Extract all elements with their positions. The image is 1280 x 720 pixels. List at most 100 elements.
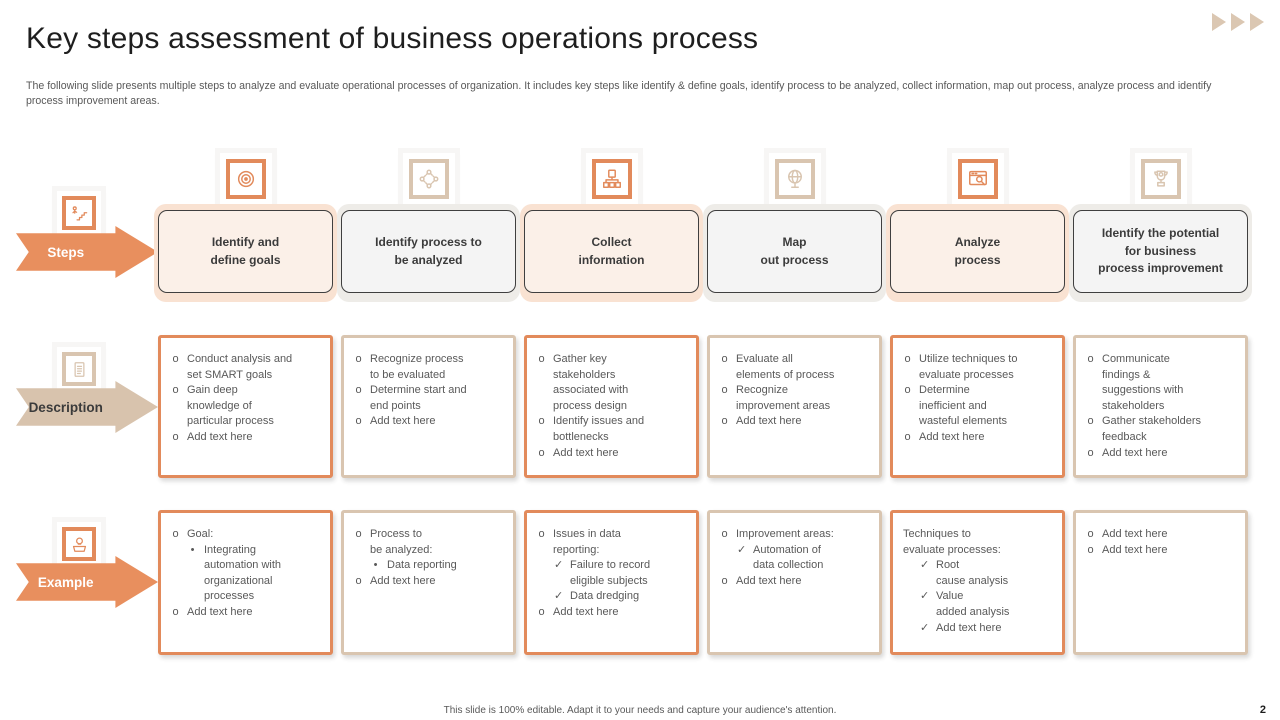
bullet-marker: o	[172, 606, 179, 619]
list-item: •Data reporting	[354, 558, 507, 574]
bullet-marker: ✓	[920, 559, 930, 572]
bullet-marker: o	[355, 353, 362, 365]
bullet-marker: o	[172, 431, 179, 444]
list-item: ✓Data dredging	[537, 589, 690, 605]
step-label: Collect information	[524, 210, 699, 293]
idea-tray-icon	[57, 522, 101, 566]
bullet-marker: o	[538, 353, 545, 365]
list-item: ✓Automation of data collection	[720, 543, 873, 574]
bullet-marker: o	[172, 384, 179, 397]
page-title: Key steps assessment of business operati…	[26, 22, 759, 55]
list-item: ✓Failure to record eligible subjects	[537, 558, 690, 589]
bullet-marker: o	[355, 384, 362, 397]
bullet-marker: o	[538, 528, 545, 540]
bullet-marker: o	[904, 384, 911, 397]
analyze-window-icon	[951, 153, 1004, 205]
bullet-marker: o	[721, 415, 728, 428]
list-item: ✓Root cause analysis	[903, 558, 1056, 589]
step-box-4: Map out process	[703, 204, 886, 302]
step-box-5: Analyze process	[886, 204, 1069, 302]
step-box-3: Collect information	[520, 204, 703, 302]
step-box-2: Identify process to be analyzed	[337, 204, 520, 302]
globe-icon	[768, 153, 821, 205]
bullet-marker: o	[1087, 446, 1094, 459]
step-box-1: Identify and define goals	[154, 204, 337, 302]
bullet-marker: o	[721, 353, 728, 365]
list-item: ✓Value added analysis	[903, 589, 1056, 620]
slide-subtitle: The following slide presents multiple st…	[26, 80, 1212, 108]
bullet-marker: ✓	[554, 559, 564, 572]
list-item: ✓Add text here	[903, 621, 1056, 637]
steps-label: Steps	[47, 244, 85, 260]
step-label: Map out process	[707, 210, 882, 293]
target-icon	[219, 153, 272, 205]
example-card-5: Techniques to evaluate processes:✓Root c…	[890, 510, 1065, 655]
bullet-marker: o	[538, 606, 545, 619]
step-label: Identify and define goals	[158, 210, 333, 293]
bullet-marker: o	[355, 528, 362, 540]
example-row-label: Example	[16, 556, 158, 608]
list-item: •Integrating automation with organizatio…	[171, 543, 324, 605]
bullet-marker: o	[904, 431, 911, 444]
step-label: Analyze process	[890, 210, 1065, 293]
bullet-marker: ✓	[737, 543, 747, 556]
step-label: Identify the potential for business proc…	[1073, 210, 1248, 293]
bullet-marker: •	[190, 543, 195, 556]
climb-steps-icon	[57, 191, 101, 235]
description-label: Description	[28, 399, 103, 415]
example-label: Example	[37, 574, 94, 590]
bullet-marker: o	[1087, 415, 1094, 428]
bullet-marker: o	[538, 446, 545, 459]
bullet-marker: o	[1087, 528, 1094, 540]
description-row-label: Description	[16, 381, 158, 433]
step-icons-row	[158, 153, 1248, 207]
triangle-icon	[1212, 13, 1226, 31]
footer-note: This slide is 100% editable. Adapt it to…	[443, 705, 837, 716]
bullet-marker: ✓	[920, 621, 930, 634]
forward-triangles-icon	[1212, 13, 1264, 31]
workflow-icon	[402, 153, 455, 205]
bullet-marker: o	[721, 384, 728, 397]
steps-row-label: Steps	[16, 226, 158, 278]
triangle-icon	[1250, 13, 1264, 31]
triangle-icon	[1231, 13, 1245, 31]
bullet-marker: o	[355, 574, 362, 587]
bullet-marker: o	[355, 415, 362, 428]
bullet-marker: o	[172, 528, 179, 540]
list-item: Techniques to evaluate processes:	[903, 528, 1001, 556]
